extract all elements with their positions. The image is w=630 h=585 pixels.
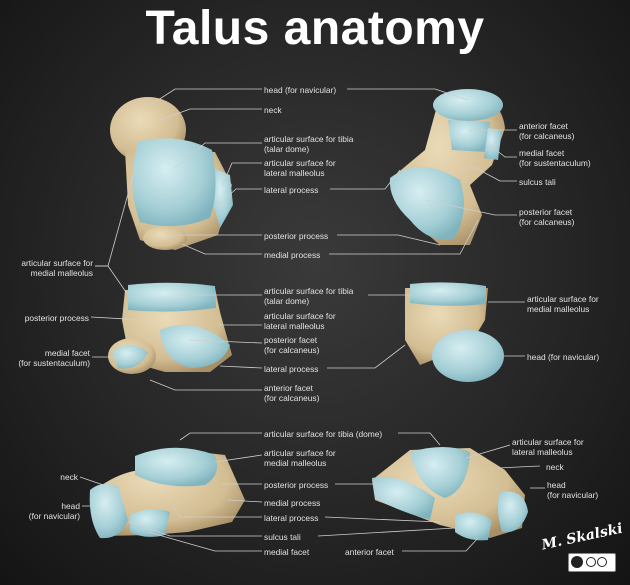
talus-view-inferior	[389, 89, 505, 245]
label-v3-lateral-process: lateral process	[264, 513, 319, 523]
label-v2-anterior-facet: anterior facet(for calcaneus)	[264, 383, 320, 403]
page-title: Talus anatomy	[145, 2, 485, 55]
label-v1-posterior-process: posterior process	[264, 231, 329, 241]
nc-icon	[597, 557, 607, 567]
label-v2-posterior-facet: posterior facet(for calcaneus)	[264, 335, 320, 355]
talus-view-lateral-lower	[372, 447, 528, 541]
talus-view-superior	[110, 97, 233, 250]
label-v3-anterior-facet: anterior facet	[345, 547, 394, 557]
label-v1-medial-process: medial process	[264, 250, 321, 260]
label-v2-tibia: articular surface for tibia(talar dome)	[264, 286, 354, 306]
label-v1-lateral-process: lateral process	[264, 185, 319, 195]
label-v3-medial-facet: medial facet	[264, 547, 310, 557]
label-v3-posterior-process: posterior process	[264, 480, 329, 490]
label-v3-medial-process: medial process	[264, 498, 321, 508]
talus-view-medial	[405, 282, 504, 382]
by-icon	[586, 557, 596, 567]
label-v3-neck-left: neck	[60, 472, 78, 482]
label-v1-head: head (for navicular)	[264, 85, 337, 95]
leader-lines	[79, 88, 545, 552]
label-v3-head-right: head(for navicular)	[547, 480, 599, 500]
label-v3-neck-right: neck	[546, 462, 564, 472]
cc-icon	[571, 556, 583, 568]
label-v1-sulcus-tali: sulcus tali	[519, 177, 556, 187]
label-v2-medial-facet: medial facet(for sustentaculum)	[18, 348, 90, 368]
label-v2-posterior-process: posterior process	[24, 313, 89, 323]
talus-view-medial-lower	[89, 447, 245, 539]
talus-view-lateral	[108, 282, 232, 374]
label-v2-lateral-process: lateral process	[264, 364, 319, 374]
label-v1-posterior-facet: posterior facet(for calcaneus)	[519, 207, 575, 227]
label-v3-tibia-dome: articular surface for tibia (dome)	[264, 429, 383, 439]
label-v1-tibia: articular surface for tibia(talar dome)	[264, 134, 354, 154]
label-v3-head-left: head(for navicular)	[28, 501, 80, 521]
label-v3-sulcus-tali: sulcus tali	[264, 532, 301, 542]
label-v1-anterior-facet: anterior facet(for calcaneus)	[519, 121, 575, 141]
label-v1-neck: neck	[264, 105, 282, 115]
label-v1-medial-facet: medial facet(for sustentaculum)	[519, 148, 591, 168]
label-v2-head: head (for navicular)	[527, 352, 600, 362]
cc-license-badge	[568, 553, 616, 572]
